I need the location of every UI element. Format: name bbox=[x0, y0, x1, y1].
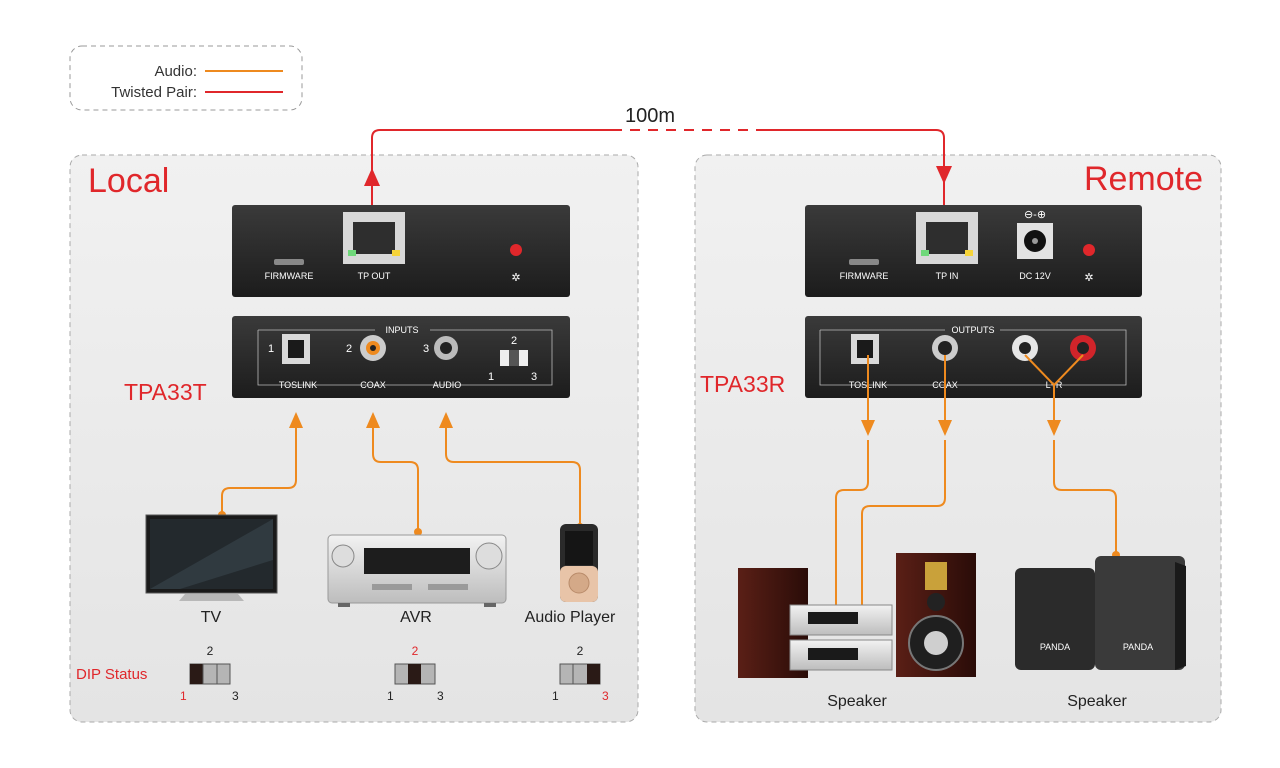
remote-title: Remote bbox=[1084, 160, 1203, 198]
local-audio-cables bbox=[221, 420, 581, 532]
svg-text:3: 3 bbox=[437, 689, 444, 703]
speaker-label-2: Speaker bbox=[1067, 693, 1127, 710]
tv-label: TV bbox=[201, 609, 222, 626]
tp-out-label: TP OUT bbox=[358, 271, 391, 281]
power-led bbox=[1083, 244, 1095, 256]
svg-text:3: 3 bbox=[232, 689, 239, 703]
svg-text:1: 1 bbox=[387, 689, 394, 703]
dip-status-avr: 2 1 3 bbox=[387, 644, 444, 703]
firmware-label: FIRMWARE bbox=[265, 271, 314, 281]
tv-icon bbox=[145, 514, 278, 601]
tv-arrow bbox=[289, 412, 303, 428]
toslink-label: TOSLINK bbox=[279, 380, 317, 390]
tp-in-label: TP IN bbox=[936, 271, 959, 281]
remote-model-label: TPA33R bbox=[700, 371, 785, 397]
svg-text:3: 3 bbox=[531, 371, 537, 383]
audio-player-icon bbox=[560, 524, 598, 602]
led-icon: ✲ bbox=[511, 272, 520, 284]
port-number-1: 1 bbox=[268, 343, 274, 355]
avr-label: AVR bbox=[400, 609, 432, 626]
inputs-label: INPUTS bbox=[385, 325, 418, 335]
toslink-out-arrow bbox=[861, 420, 875, 436]
dip-status-player: 2 1 3 bbox=[552, 644, 609, 703]
legend-audio-label: Audio: bbox=[154, 63, 197, 80]
dc-label: DC 12V bbox=[1019, 271, 1051, 281]
lr-out-arrow bbox=[1047, 420, 1061, 436]
local-title: Local bbox=[88, 162, 169, 200]
legend: Audio: Twisted Pair: bbox=[69, 45, 303, 111]
speaker-brand-1: PANDA bbox=[1040, 642, 1070, 652]
local-model-label: TPA33T bbox=[124, 379, 207, 405]
svg-text:2: 2 bbox=[577, 644, 584, 658]
tpa33r-back-panel: FIRMWARE TP IN ⊖-⊕ DC 12V ✲ bbox=[805, 205, 1142, 297]
firmware-label: FIRMWARE bbox=[840, 271, 889, 281]
avr-icon bbox=[327, 534, 507, 607]
dc-symbol-icon: ⊖-⊕ bbox=[1024, 209, 1046, 221]
port-number-3: 3 bbox=[423, 343, 429, 355]
avr-arrow bbox=[366, 412, 380, 428]
outputs-label: OUTPUTS bbox=[951, 325, 994, 335]
legend-tp-label: Twisted Pair: bbox=[111, 84, 197, 101]
svg-text:2: 2 bbox=[511, 335, 517, 347]
speaker-brand-2: PANDA bbox=[1123, 642, 1153, 652]
svg-text:2: 2 bbox=[207, 644, 214, 658]
dip-status-tv: 2 1 3 bbox=[180, 644, 239, 703]
svg-text:1: 1 bbox=[180, 689, 187, 703]
player-arrow bbox=[439, 412, 453, 428]
port-number-2: 2 bbox=[346, 343, 352, 355]
svg-text:1: 1 bbox=[488, 371, 494, 383]
coax-out-arrow bbox=[938, 420, 952, 436]
bookshelf-speakers-icon: PANDA PANDA bbox=[1015, 556, 1186, 670]
svg-text:3: 3 bbox=[602, 689, 609, 703]
hifi-speaker-system-icon bbox=[738, 553, 976, 678]
twisted-pair-cable bbox=[364, 129, 952, 240]
tpa33t-front-panel: INPUTS 1 2 3 2 1 3 TOSLINK COAX AUDIO bbox=[232, 316, 570, 398]
svg-text:2: 2 bbox=[412, 644, 419, 658]
firmware-port bbox=[849, 259, 879, 265]
power-led bbox=[510, 244, 522, 256]
coax-label: COAX bbox=[360, 380, 386, 390]
distance-label: 100m bbox=[625, 105, 675, 127]
dip-status-label: DIP Status bbox=[76, 666, 147, 683]
speaker-label-1: Speaker bbox=[827, 693, 887, 710]
remote-audio-cables bbox=[835, 354, 1117, 610]
audio-player-label: Audio Player bbox=[525, 609, 616, 626]
tpa33t-back-panel: FIRMWARE TP OUT ✲ bbox=[232, 205, 570, 297]
svg-text:1: 1 bbox=[552, 689, 559, 703]
led-icon: ✲ bbox=[1084, 272, 1093, 284]
audio-label: AUDIO bbox=[433, 380, 462, 390]
tpa33r-front-panel: OUTPUTS TOSLINK COAX L+R bbox=[805, 316, 1142, 398]
firmware-port bbox=[274, 259, 304, 265]
